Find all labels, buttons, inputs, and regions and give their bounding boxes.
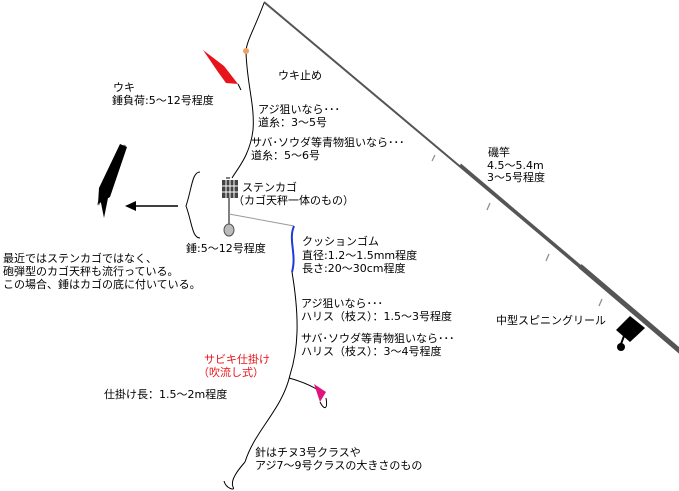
aji-harisu-title: アジ狙いなら･･･ [301,297,384,310]
weight-label: 錘:5～12号程度 [186,242,266,255]
reel [616,316,645,351]
uki-label: ウキ [113,81,135,94]
kago-name-label: ステンカゴ [242,181,297,194]
arrow-left [125,201,178,211]
sinker [223,223,235,237]
note-line-3: この場合、錘はカゴの底に付いている。 [3,278,201,291]
saba-harisu-title: サバ･ソウダ等青物狙いなら･･･ [301,332,455,345]
uki-stop-knot [243,48,249,54]
float-uki [203,50,242,91]
aji-line-title: アジ狙いなら･･･ [258,103,341,116]
hook-line-2: アジ7～9号クラスの大きさのもの [255,459,423,472]
kago-note-label: （カゴ天秤一体のもの） [233,194,354,207]
rod-size-label: 3～5号程度 [487,171,545,184]
reel-label: 中型スピニングリール [496,314,606,327]
rod [263,1,679,354]
bracket [185,171,201,239]
main-line [231,2,265,179]
hook-line-1: 針はチヌ3号クラスや [255,446,361,459]
bullet-basket [96,144,127,218]
cushion-length-label: 長さ:20～30cm程度 [302,262,406,275]
pink-lure [314,384,326,402]
hook-left [223,461,246,490]
hook-right [319,397,327,408]
sabiki-title-label: サビキ仕掛け [204,353,270,366]
sabiki-line [244,271,298,463]
stainless-basket [222,177,295,227]
saba-harisu-label: ハリス（枝ス）：3～4号程度 [301,345,442,358]
sabiki-sub-label: （吹流し式） [198,366,264,379]
branch-line [288,377,319,391]
rig-length-label: 仕掛け長：1.5～2m程度 [104,388,228,401]
aji-harisu-label: ハリス（枝ス）：1.5～3号程度 [301,310,452,323]
rod-name-label: 磯竿 [488,146,510,159]
cushion-name-label: クッションゴム [302,235,379,248]
aji-line-label: 道糸：3～5号 [258,116,327,129]
cushion-rubber [290,225,295,273]
uki-stop-label: ウキ止め [278,69,322,82]
saba-line-label: 道糸：5～6号 [251,149,320,162]
note-line-2: 砲弾型のカゴ天秤も流行っている。 [3,265,179,278]
cushion-diameter-label: 直径:1.2～1.5mm程度 [302,249,418,262]
uki-load-label: 錘負荷:5～12号程度 [112,94,214,107]
note-line-1: 最近ではステンカゴではなく、 [3,252,157,265]
rod-length-label: 4.5～5.4m [487,159,544,172]
rod-guides [431,154,603,307]
saba-line-title: サバ･ソウダ等青物狙いなら･･･ [251,136,405,149]
